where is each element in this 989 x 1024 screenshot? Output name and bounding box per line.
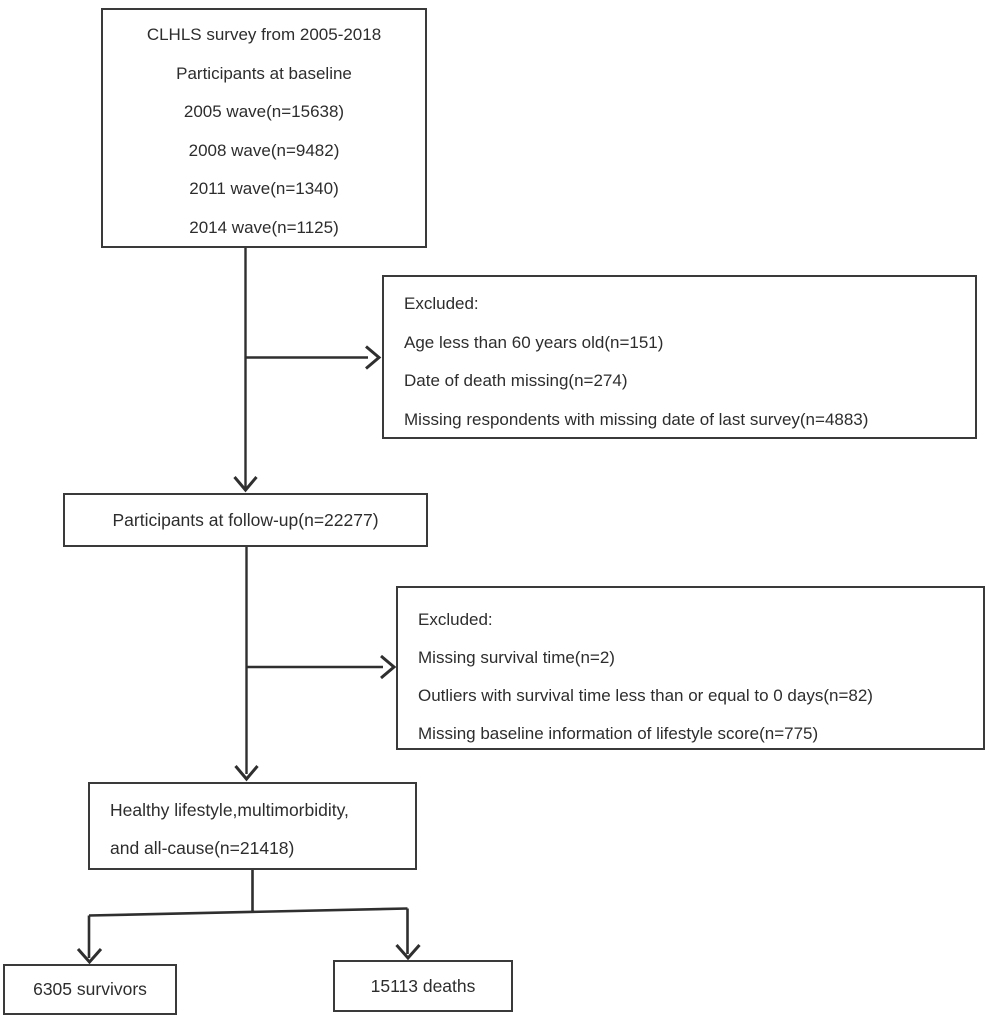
followup-box: Participants at follow-up(n=22277) [63,493,428,547]
arrowhead-down-deaths-icon [395,944,421,961]
excluded-1-line: Excluded: [404,294,479,313]
baseline-line: 2005 wave(n=15638) [183,102,345,121]
survivors-box: 6305 survivors [3,964,177,1015]
arrowhead-down-analysis-icon [234,765,259,782]
excluded-2-line: Missing survival time(n=2) [418,648,615,667]
excluded-2-line: Missing baseline information of lifestyl… [418,724,819,743]
arrowhead-right-excluded-2-icon [380,654,397,680]
baseline-line: 2008 wave(n=9482) [188,140,340,160]
split-horizontal-line [88,907,408,917]
baseline-line: Participants at baseline [176,63,352,83]
arrowhead-right-excluded-1-icon [365,345,382,370]
baseline-line: 2014 wave(n=1125) [189,217,339,237]
excluded-1-line: Date of death missing(n=274) [404,371,628,390]
followup-label: Participants at follow-up(n=22277) [112,509,379,530]
arrowhead-down-survivors-icon [76,948,103,965]
excluded-box-1: Excluded: Age less than 60 years old(n=1… [382,275,977,439]
analysis-line: Healthy lifestyle,multimorbidity, [110,800,349,820]
excluded-2-line: Excluded: [418,610,493,629]
analysis-box: Healthy lifestyle,multimorbidity, and al… [88,782,417,870]
excluded-1-line: Missing respondents with missing date of… [404,409,869,429]
deaths-box: 15113 deaths [333,960,513,1012]
survivors-label: 6305 survivors [33,979,147,999]
arrowhead-down-followup-icon [233,476,258,493]
deaths-label: 15113 deaths [370,975,476,996]
baseline-box: CLHLS survey from 2005-2018 Participants… [101,8,427,248]
excluded-2-line: Outliers with survival time less than or… [418,686,873,705]
baseline-line: 2011 wave(n=1340) [189,179,339,198]
baseline-line: CLHLS survey from 2005-2018 [146,25,382,44]
analysis-line: and all-cause(n=21418) [110,838,295,858]
excluded-1-line: Age less than 60 years old(n=151) [404,332,664,352]
excluded-box-2: Excluded: Missing survival time(n=2) Out… [396,586,985,750]
